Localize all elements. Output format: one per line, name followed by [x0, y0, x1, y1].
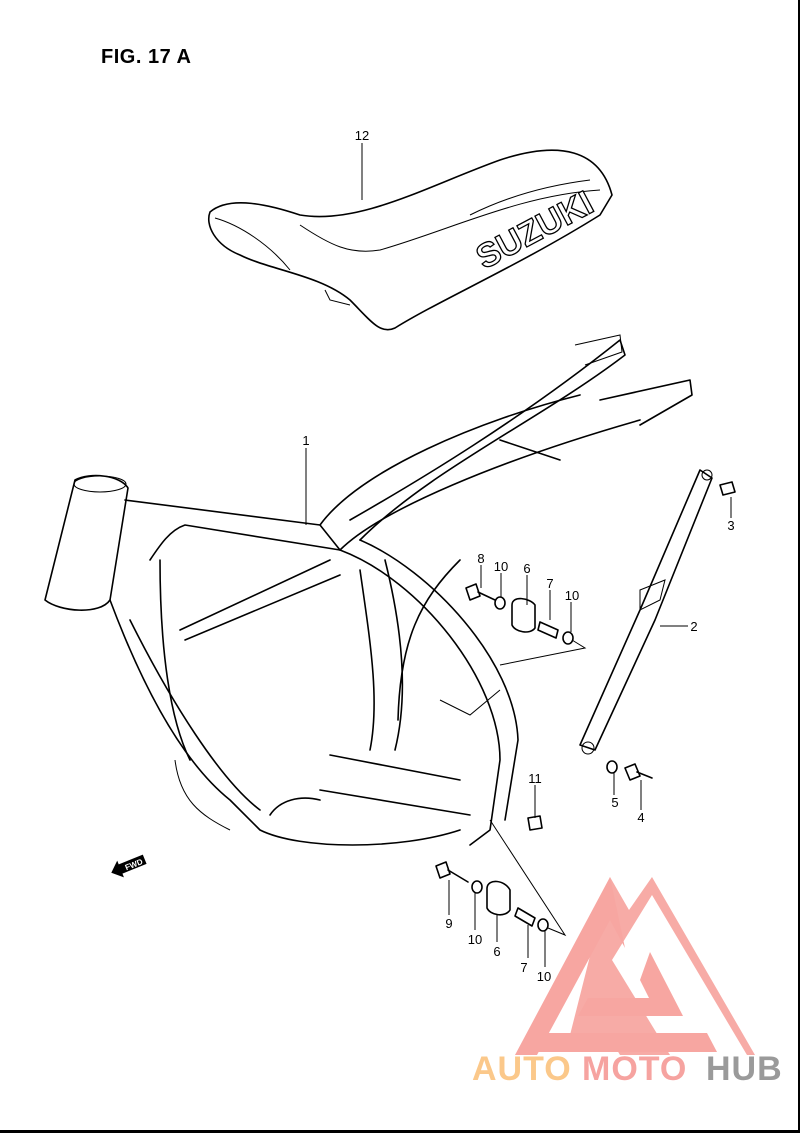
callout-6: 6 [523, 561, 530, 576]
watermark-logo [515, 877, 755, 1055]
callout-10: 10 [468, 932, 482, 947]
callout-7: 7 [546, 576, 553, 591]
callout-1: 1 [302, 433, 309, 448]
side-stand-bar [579, 469, 713, 755]
callout-10: 10 [565, 588, 579, 603]
callout-2: 2 [690, 619, 697, 634]
seat: SUZUKI [208, 149, 613, 331]
frame [44, 334, 693, 846]
callout-10: 10 [537, 969, 551, 984]
watermark-moto: MOTO [582, 1050, 688, 1088]
callout-6: 6 [493, 944, 500, 959]
seat-logo: SUZUKI [470, 184, 600, 277]
fwd-arrow-icon: FWD [111, 854, 147, 878]
watermark-auto: AUTO [472, 1050, 572, 1088]
fwd-label: FWD [124, 857, 144, 872]
callouts: 12 1 2 3 4 5 8 10 6 7 10 11 9 10 6 7 10 [302, 128, 734, 984]
callout-5: 5 [611, 795, 618, 810]
callout-7: 7 [520, 960, 527, 975]
border-bottom [0, 1130, 800, 1133]
figure-title: FIG. 17 A [101, 46, 192, 68]
callout-3: 3 [727, 518, 734, 533]
hardware [435, 481, 736, 937]
callout-11: 11 [528, 771, 542, 786]
callout-10: 10 [494, 559, 508, 574]
callout-4: 4 [637, 810, 644, 825]
border-right [798, 0, 800, 1133]
callout-8: 8 [477, 551, 484, 566]
callout-9: 9 [445, 916, 452, 931]
leader-lines [305, 143, 732, 967]
watermark-hub: HUB [706, 1050, 783, 1088]
callout-12: 12 [355, 128, 369, 143]
